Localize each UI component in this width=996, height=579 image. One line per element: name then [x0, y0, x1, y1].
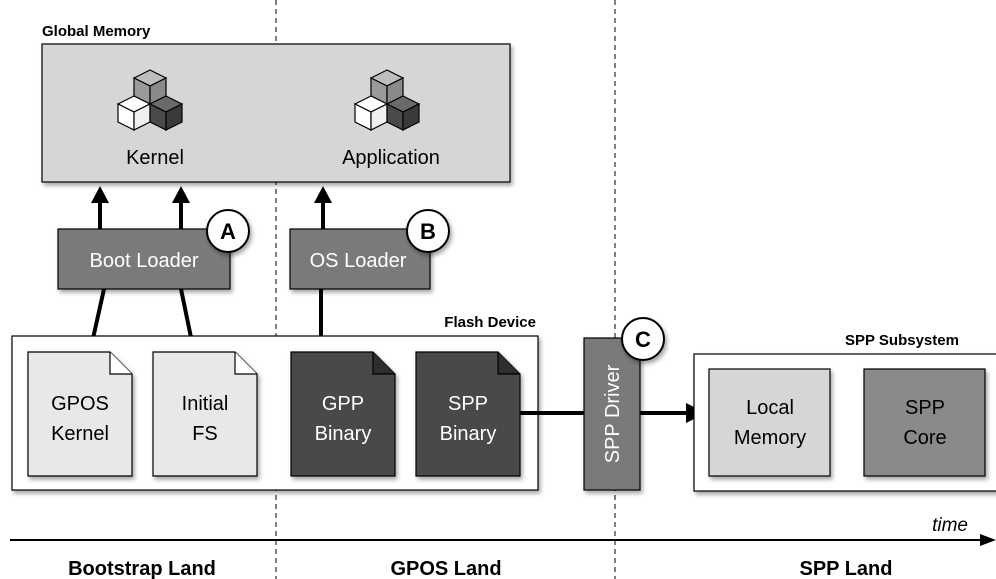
spp-binary-file	[415, 351, 521, 477]
marker-b-circle	[406, 209, 450, 253]
flash-device-title: Flash Device	[444, 314, 536, 331]
local-memory-box	[708, 368, 831, 477]
marker-a-circle	[206, 209, 250, 253]
spp-core-box	[863, 368, 986, 477]
spp-subsystem-title: SPP Subsystem	[845, 332, 959, 349]
kernel-label: Kernel	[126, 147, 184, 169]
gpp-binary-file	[290, 351, 396, 477]
gpos-kernel-file	[27, 351, 133, 477]
spp-binary-fold-icon	[497, 352, 520, 375]
timeline-arrowhead	[980, 534, 996, 546]
gpp-binary-line2: Binary	[315, 423, 372, 445]
bootstrap-land-label: Bootstrap Land	[68, 558, 216, 579]
initial-fs-line2: FS	[192, 423, 218, 445]
gpos-kernel-line2: Kernel	[51, 423, 109, 445]
osloader-to-application-arrowhead	[314, 186, 332, 203]
spp-core-line2: Core	[903, 427, 946, 449]
spp-binary-line1: SPP	[448, 393, 488, 415]
bootloader-to-kernel-arrowhead-1	[91, 186, 109, 203]
global-memory-title: Global Memory	[42, 23, 151, 40]
gpos-kernel-fold-icon	[109, 352, 132, 375]
local-memory-line2: Memory	[734, 427, 806, 449]
spp-driver-label: SPP Driver	[602, 364, 624, 463]
initial-fs-fold-icon	[234, 352, 257, 375]
marker-b-label: B	[420, 219, 436, 244]
gpos-land-label: GPOS Land	[390, 558, 501, 579]
bootloader-to-kernel-arrowhead-2	[172, 186, 190, 203]
initial-fs-line1: Initial	[182, 393, 229, 415]
gpp-binary-line1: GPP	[322, 393, 364, 415]
marker-c-circle	[621, 317, 665, 361]
marker-a-label: A	[220, 219, 236, 244]
initial-fs-file	[152, 351, 258, 477]
marker-c-label: C	[635, 327, 651, 352]
os-loader-box	[289, 228, 431, 290]
spp-binary-line2: Binary	[440, 423, 497, 445]
spp-core-line1: SPP	[905, 397, 945, 419]
spp-land-label: SPP Land	[800, 558, 893, 579]
local-memory-line1: Local	[746, 397, 794, 419]
timeline-label: time	[932, 515, 968, 536]
application-label: Application	[342, 147, 440, 169]
os-loader-label: OS Loader	[310, 250, 407, 272]
gpp-binary-fold-icon	[372, 352, 395, 375]
spp-driver-box	[583, 337, 641, 491]
gpos-kernel-line1: GPOS	[51, 393, 109, 415]
boot-loader-label: Boot Loader	[90, 250, 199, 272]
boot-loader-box	[57, 228, 231, 290]
